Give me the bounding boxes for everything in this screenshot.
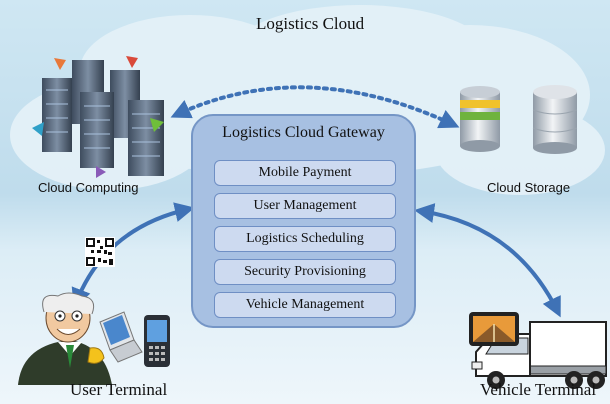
vehicle-terminal-label: Vehicle Terminal — [480, 380, 597, 399]
diagram-title: Logistics Cloud — [256, 14, 365, 33]
user-link-arrow — [71, 202, 195, 309]
module-user-management: User Management — [214, 193, 396, 219]
user-avatar — [18, 292, 112, 385]
qr-code-icon — [85, 237, 115, 267]
module-logistics-scheduling: Logistics Scheduling — [214, 226, 396, 252]
gps-device-icon — [469, 312, 519, 346]
cloud-computing-label: Cloud Computing — [38, 180, 139, 195]
cloud-link-arrow — [170, 85, 460, 129]
gateway-title: Logistics Cloud Gateway — [222, 124, 385, 141]
module-vehicle-management: Vehicle Management — [214, 292, 396, 318]
mobile-phone-icon — [144, 315, 170, 367]
laptop-icon — [99, 311, 143, 363]
vehicle-link-arrow — [414, 203, 561, 318]
gateway-box: Logistics Cloud Gateway Mobile Payment U… — [191, 114, 416, 328]
user-terminal-label: User Terminal — [70, 380, 168, 399]
server-rack-icon — [32, 56, 164, 178]
database-icon — [460, 85, 578, 154]
module-security-provisioning: Security Provisioning — [214, 259, 396, 285]
module-mobile-payment: Mobile Payment — [214, 160, 396, 186]
cloud-storage-label: Cloud Storage — [487, 180, 571, 195]
